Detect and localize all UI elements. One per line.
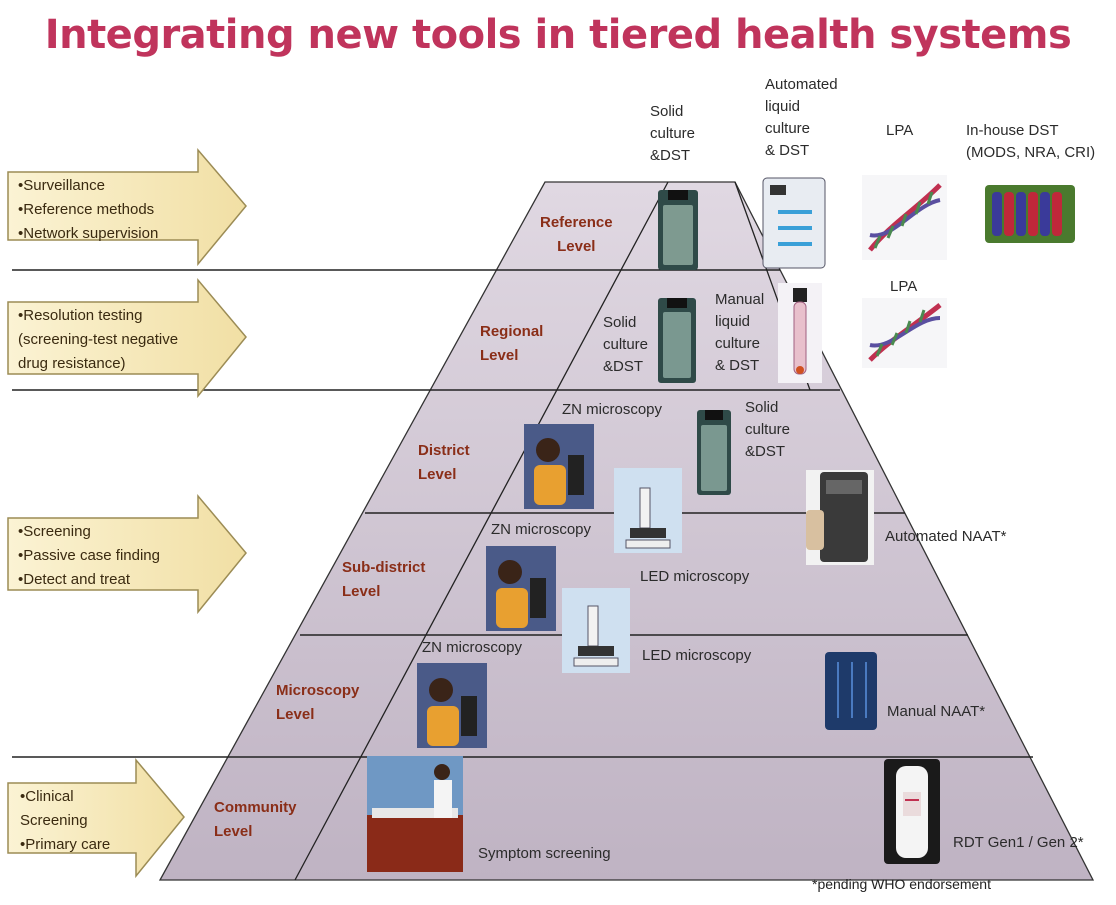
subdistrict-zn-label: ZN microscopy [491,521,592,538]
arrow2-line2: (screening-test negative [18,331,179,348]
arrow-clinical [7,757,185,879]
automated-naat-label: Automated NAAT* [885,528,1007,545]
solid-culture-bottle-icon [658,190,698,270]
arrow-resolution [7,277,247,399]
arrow-screening-text: •Screening •Passive case finding •Detect… [18,520,160,592]
level-subdistrict-line2: Level [342,583,381,600]
level-regional-line2: Level [480,347,519,364]
level-district-line2: Level [418,466,457,483]
reg-manual-line3: culture [715,335,761,352]
automated-naat-machine-icon [806,470,874,565]
page-title: Integrating new tools in tiered health s… [44,12,1072,58]
reg-manual-liquid-label: Manual liquid culture & DST [715,289,764,377]
dist-solid-line3: &DST [745,443,786,460]
reg-manual-line2: liquid [715,313,751,330]
reg-solid-line3: &DST [603,358,644,375]
ref-auto-line3: culture [765,120,811,137]
level-microscopy: Microscopy Level [276,679,359,727]
district-zn-label: ZN microscopy [562,401,663,418]
district-solid-culture-bottle-icon [697,410,731,495]
ref-auto-line2: liquid [765,98,801,115]
reg-solid-culture-label: Solid culture &DST [603,312,648,378]
arrows [7,147,247,879]
inner-line-left [294,181,669,881]
reg-manual-line4: & DST [715,357,760,374]
ref-auto-line4: & DST [765,142,810,159]
arrow-clinical-text: •Clinical Screening •Primary care [20,785,110,857]
arrow3-line3: •Detect and treat [18,571,130,588]
dist-solid-line2: culture [745,421,791,438]
lpa-dna-icon [862,175,947,260]
arrow4-line1: •Clinical [20,788,74,805]
arrow4-line3: •Primary care [20,836,111,853]
level-district-line1: District [418,442,470,459]
reg-manual-line1: Manual [715,291,765,308]
level-regional: Regional Level [480,320,543,368]
microscopy-zn-photo-icon [417,663,487,748]
arrow-resolution-text: •Resolution testing (screening-test nega… [18,304,178,376]
district-zn-microscopy-photo-icon [524,424,594,509]
ref-inhouse-dst-label: In-house DST (MODS, NRA, CRI) [966,120,1095,164]
manual-naat-label: Manual NAAT* [887,703,986,720]
ref-inhouse-line2: (MODS, NRA, CRI) [966,144,1096,161]
arrow3-line2: •Passive case finding [18,547,160,564]
level-reference-line2: Level [557,238,596,255]
dist-solid-line1: Solid [745,399,779,416]
reg-solid-line1: Solid [603,314,637,331]
level-community-line1: Community [214,799,297,816]
symptom-screening-photo-icon [367,756,463,872]
level-microscopy-line2: Level [276,706,315,723]
symptom-screening-label: Symptom screening [478,845,611,862]
level-reference-line1: Reference [540,214,613,231]
level-community: Community Level [214,796,297,844]
arrow2-line3: drug resistance) [18,355,126,372]
microscopy-led-label: LED microscopy [642,647,752,664]
manual-liquid-culture-tube-icon [778,283,822,383]
ref-automated-liquid-label: Automated liquid culture & DST [765,74,838,162]
subdistrict-led-label: LED microscopy [640,568,750,585]
arrow3-line1: •Screening [18,523,91,540]
arrow1-line1: •Surveillance [18,177,105,194]
subdistrict-led-microscope-photo-icon [562,588,630,673]
arrow4-line2: Screening [20,812,88,829]
ref-solid-line1: Solid [650,103,684,120]
level-dividers [12,269,1033,758]
automated-liquid-culture-icon [762,177,826,269]
ref-solid-line2: culture [650,125,696,142]
level-reference: Reference Level [540,211,613,259]
regional-solid-culture-bottle-icon [658,298,696,383]
rdt-label: RDT Gen1 / Gen 2* [953,834,1084,851]
regional-lpa-dna-icon [862,298,947,368]
district-solid-culture-label: Solid culture &DST [745,397,790,463]
level-community-line2: Level [214,823,253,840]
ref-inhouse-line1: In-house DST [966,122,1059,139]
reg-solid-line2: culture [603,336,649,353]
ref-solid-culture-label: Solid culture &DST [650,101,695,167]
inhouse-dst-plate-icon [985,185,1075,243]
arrow1-line2: •Reference methods [18,201,155,218]
ref-auto-line1: Automated [765,76,838,93]
rdt-cassette-icon [884,759,940,864]
level-district: District Level [418,439,470,487]
microscopy-zn-label: ZN microscopy [422,639,523,656]
level-subdistrict-line1: Sub-district [342,559,426,576]
manual-naat-device-icon [825,652,877,730]
arrow2-line1: •Resolution testing [18,307,143,324]
subdistrict-zn-microscopy-photo-icon [486,546,556,631]
ref-solid-line3: &DST [650,147,691,164]
arrow-surveillance [7,147,247,267]
footnote: *pending WHO endorsement [812,876,991,892]
arrow1-line3: •Network supervision [18,225,159,242]
level-microscopy-line1: Microscopy [276,682,360,699]
ref-lpa-label: LPA [886,122,914,139]
level-regional-line1: Regional [480,323,544,340]
level-subdistrict: Sub-district Level [342,556,425,604]
led-microscope-photo-icon [614,468,682,553]
reg-lpa-label: LPA [890,278,918,295]
arrow-surveillance-text: •Surveillance •Reference methods •Networ… [18,174,158,246]
arrow-screening [7,493,247,615]
